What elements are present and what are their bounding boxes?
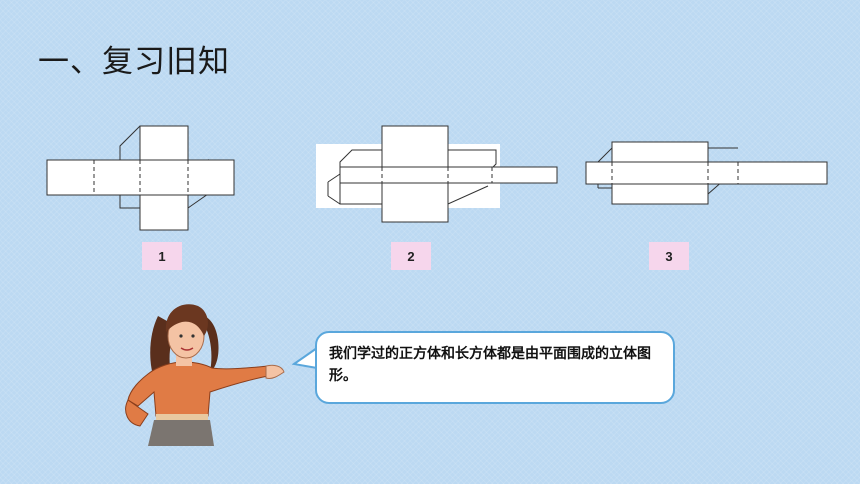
speech-bubble-tail [292,347,318,369]
net-figure-1 [46,125,235,231]
figure-label-2: 2 [391,242,431,270]
teacher-illustration [125,304,285,446]
page-title: 一、复习旧知 [38,44,230,80]
figure-label-3: 3 [649,242,689,270]
figure-label-1: 1 [142,242,182,270]
net-figure-3 [585,141,828,205]
speech-bubble-text: 我们学过的正方体和长方体都是由平面围成的立体图形。 [329,346,651,384]
net-figure-2 [316,125,558,223]
speech-bubble: 我们学过的正方体和长方体都是由平面围成的立体图形。 [315,331,675,404]
